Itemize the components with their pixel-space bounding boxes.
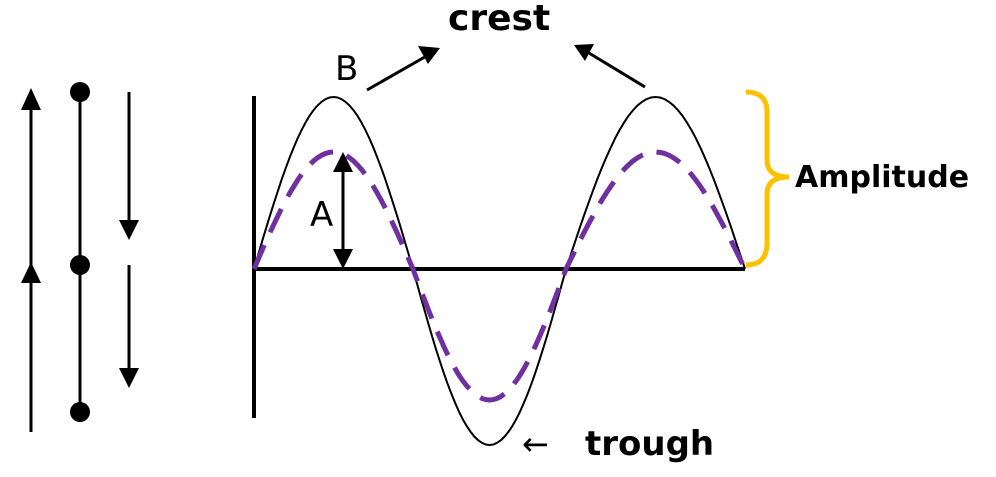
particle-dot-top bbox=[70, 82, 90, 102]
down-arrowhead-upper bbox=[119, 220, 139, 240]
trough-label: trough bbox=[585, 424, 714, 464]
trough-arrow: ← bbox=[522, 425, 549, 463]
wave-large-amplitude bbox=[253, 95, 746, 447]
amplitude-a-arrowhead-down bbox=[333, 249, 353, 269]
label-b: B bbox=[335, 49, 358, 89]
amplitude-a-arrowhead-up bbox=[333, 152, 353, 172]
amplitude-label: Amplitude bbox=[795, 160, 969, 195]
up-arrowhead-middle bbox=[21, 262, 41, 283]
particle-dot-bottom bbox=[70, 402, 90, 422]
down-arrowhead-lower bbox=[119, 368, 139, 388]
crest-label: crest bbox=[448, 0, 550, 39]
crest-arrow-left bbox=[366, 52, 431, 92]
crest-arrowhead-left bbox=[418, 46, 440, 64]
label-a: A bbox=[310, 195, 333, 235]
crest-arrow-right bbox=[583, 48, 646, 89]
wave-small-amplitude-dashed bbox=[251, 149, 748, 403]
oscillation-figure bbox=[21, 82, 139, 432]
crest-arrowhead-right bbox=[574, 44, 594, 61]
up-arrowhead-top bbox=[21, 88, 41, 110]
amplitude-brace bbox=[745, 89, 790, 268]
particle-dot-middle bbox=[70, 255, 90, 275]
